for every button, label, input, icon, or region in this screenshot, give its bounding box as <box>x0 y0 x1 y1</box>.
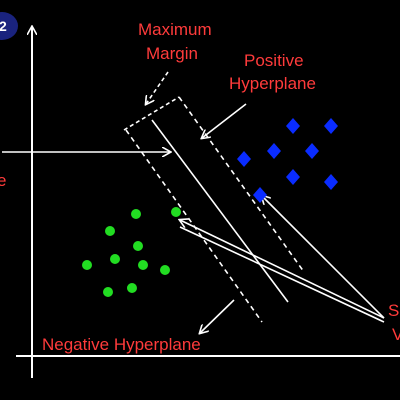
negative-hyperplane-arrow <box>200 299 235 333</box>
negative-point <box>160 265 170 275</box>
support-vectors-label-line1: S <box>388 301 399 320</box>
negative-point <box>82 260 92 270</box>
positive-point <box>237 151 251 167</box>
negative-point <box>171 207 181 217</box>
maximum-margin-label-line1: Maximum <box>138 20 212 39</box>
positive-point <box>286 118 300 134</box>
support-vector-arrow-positive <box>262 196 385 319</box>
decision-boundary-line <box>151 119 289 303</box>
negative-point <box>127 283 137 293</box>
negative-point <box>138 260 148 270</box>
negative-point <box>103 287 113 297</box>
maximum-margin-label-line2: Margin <box>146 44 198 63</box>
left-cut-label: e <box>0 171 6 190</box>
negative-class-points <box>82 207 181 297</box>
negative-point <box>131 209 141 219</box>
positive-point <box>267 143 281 159</box>
positive-hyperplane-label-line1: Positive <box>244 51 304 70</box>
positive-hyperplane-line <box>178 96 305 273</box>
negative-point <box>105 226 115 236</box>
positive-hyperplane-arrow <box>202 103 247 138</box>
positive-point <box>305 143 319 159</box>
positive-point <box>324 118 338 134</box>
positive-point <box>286 169 300 185</box>
negative-point <box>110 254 120 264</box>
support-vectors-label-line2: V <box>392 325 400 344</box>
negative-point <box>133 241 143 251</box>
positive-class-points <box>237 118 338 203</box>
negative-hyperplane-label: Negative Hyperplane <box>42 335 201 354</box>
figure-number-badge: 2 <box>0 12 18 40</box>
margin-bracket-top <box>123 96 180 131</box>
maximum-margin-arrow <box>146 71 169 104</box>
support-vector-arrow-negative-2 <box>179 226 385 323</box>
badge-text: 2 <box>0 18 7 34</box>
badge-shape <box>0 12 18 40</box>
support-vector-arrow-negative-1 <box>180 220 385 319</box>
positive-hyperplane-label-line2: Hyperplane <box>229 74 316 93</box>
positive-point <box>324 174 338 190</box>
positive-point <box>253 187 267 203</box>
